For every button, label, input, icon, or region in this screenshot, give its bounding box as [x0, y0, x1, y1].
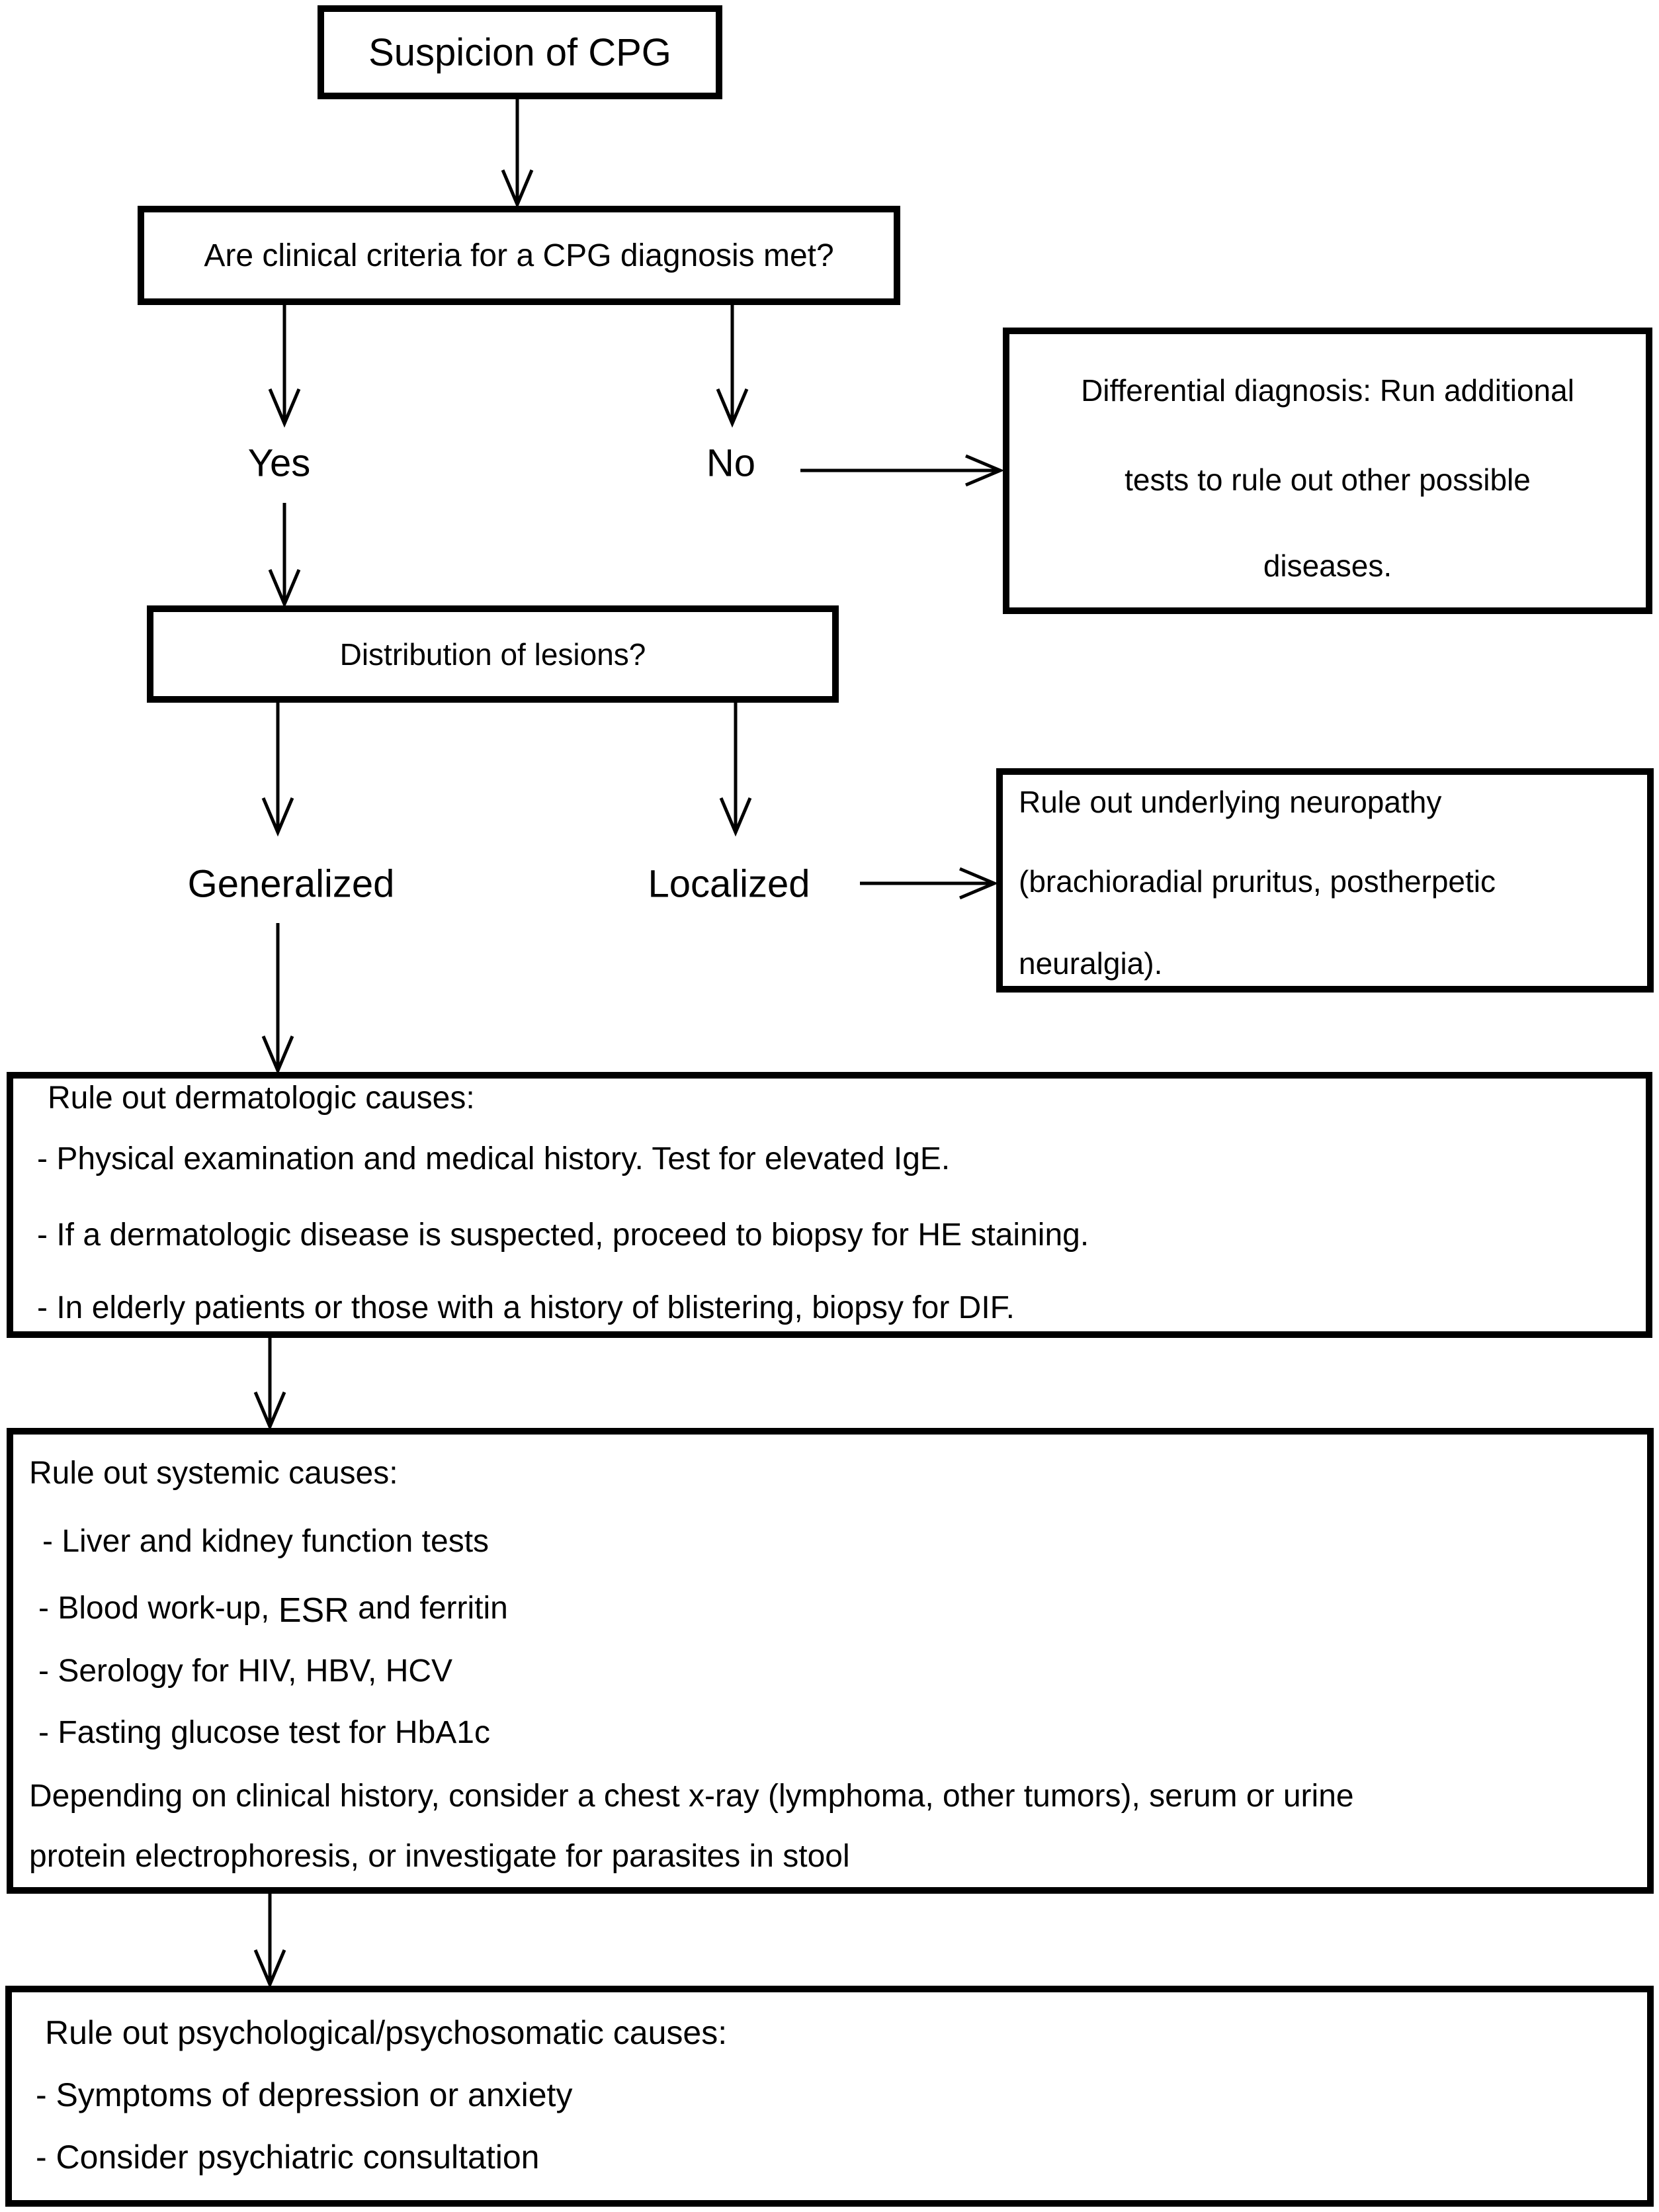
label-localized: Localized [648, 862, 810, 906]
arrow-criteria-to-yes [268, 305, 301, 428]
node-differential-line2: tests to rule out other possible [1125, 463, 1531, 497]
node-systemic-bullet-serology: - Serology for HIV, HBV, HCV [38, 1654, 453, 1689]
node-psychological: Rule out psychological/psychosomatic cau… [5, 1986, 1654, 2207]
arrow-yes-to-distribution [268, 503, 301, 609]
node-systemic-bullet-glucose: - Fasting glucose test for HbA1c [38, 1715, 490, 1750]
arrow-distribution-to-localized [719, 703, 752, 837]
node-systemic-bullet-blood: - Blood work-up, ESR and ferritin [38, 1589, 508, 1629]
node-dermatologic-title: Rule out dermatologic causes: [48, 1081, 475, 1116]
arrow-no-to-differential [800, 454, 1005, 487]
node-distribution-text: Distribution of lesions? [339, 637, 646, 672]
node-differential: Differential diagnosis: Run additional t… [1003, 328, 1652, 614]
node-systemic-note2: protein electrophoresis, or investigate … [29, 1839, 850, 1874]
arrow-systemic-to-psychological [253, 1894, 286, 1989]
node-dermatologic-bullet2: - If a dermatologic disease is suspected… [37, 1217, 1089, 1253]
node-distribution: Distribution of lesions? [147, 605, 839, 703]
node-psychological-bullet2: - Consider psychiatric consultation [36, 2139, 540, 2176]
node-systemic-bullet-blood-esr: ESR [278, 1591, 349, 1630]
node-suspicion-text: Suspicion of CPG [368, 30, 671, 74]
label-generalized: Generalized [187, 862, 395, 906]
arrow-criteria-to-no [716, 305, 749, 428]
node-neuropathy-line3: neuralgia). [1019, 946, 1163, 981]
node-systemic: Rule out systemic causes: - Liver and ki… [7, 1428, 1654, 1894]
arrow-generalized-to-dermatologic [261, 923, 294, 1075]
node-differential-line3: diseases. [1263, 549, 1392, 583]
node-differential-line1: Differential diagnosis: Run additional [1081, 373, 1574, 408]
node-neuropathy-line2: (brachioradial pruritus, postherpetic [1019, 864, 1496, 899]
node-suspicion: Suspicion of CPG [318, 5, 722, 99]
node-systemic-note1: Depending on clinical history, consider … [29, 1779, 1354, 1814]
node-dermatologic-bullet1: - Physical examination and medical histo… [37, 1141, 951, 1176]
node-neuropathy: Rule out underlying neuropathy (brachior… [996, 768, 1654, 993]
arrow-localized-to-neuropathy [860, 867, 999, 900]
node-psychological-bullet1: - Symptoms of depression or anxiety [36, 2076, 573, 2113]
node-psychological-title: Rule out psychological/psychosomatic cau… [45, 2014, 728, 2051]
node-dermatologic: Rule out dermatologic causes: - Physical… [7, 1072, 1652, 1338]
node-systemic-bullet-liver: - Liver and kidney function tests [42, 1524, 489, 1559]
node-neuropathy-line1: Rule out underlying neuropathy [1019, 785, 1442, 819]
node-systemic-title: Rule out systemic causes: [29, 1456, 398, 1491]
arrow-distribution-to-generalized [261, 703, 294, 837]
node-systemic-bullet-blood-post: and ferritin [349, 1591, 508, 1626]
arrow-suspicion-to-criteria [501, 99, 534, 209]
label-no: No [706, 441, 756, 485]
node-systemic-bullet-blood-pre: - Blood work-up, [38, 1591, 278, 1626]
node-dermatologic-bullet3: - In elderly patients or those with a hi… [37, 1290, 1015, 1325]
node-criteria: Are clinical criteria for a CPG diagnosi… [138, 206, 900, 305]
label-yes: Yes [247, 441, 311, 485]
node-criteria-text: Are clinical criteria for a CPG diagnosi… [204, 238, 834, 273]
arrow-dermatologic-to-systemic [253, 1338, 286, 1431]
